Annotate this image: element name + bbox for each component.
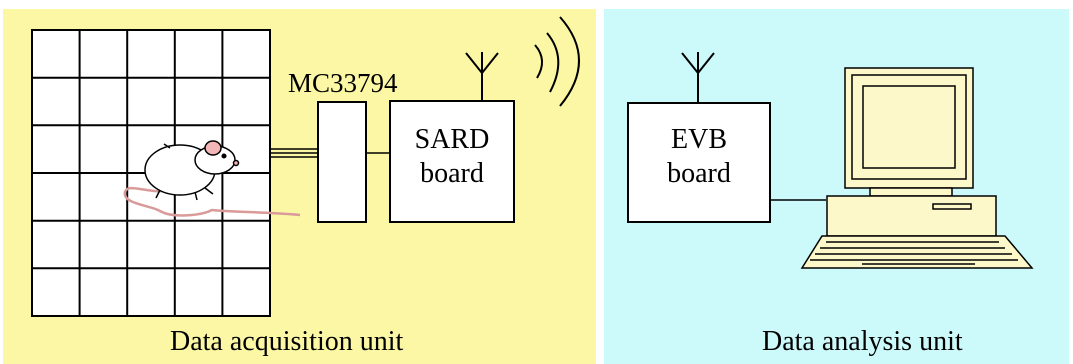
sard-line2: board <box>420 158 484 189</box>
evb-board-label: EVB board <box>628 103 770 222</box>
sard-line1: SARD <box>414 124 490 155</box>
mouse-icon <box>123 140 301 217</box>
sensor-wires <box>270 148 318 158</box>
mc33794-chip <box>317 101 367 223</box>
mc33794-label: MC33794 <box>288 68 398 98</box>
computer-icon <box>800 67 1034 269</box>
sard-board-box <box>389 100 515 223</box>
antenna-icon <box>465 52 499 101</box>
evb-line1: EVB <box>671 124 727 155</box>
evb-antenna-icon <box>681 52 715 103</box>
data-acquisition-caption: Data acquisition unit <box>170 326 404 357</box>
data-analysis-caption: Data analysis unit <box>762 326 963 357</box>
radio-waves-icon <box>534 16 580 107</box>
evb-board-box <box>627 102 771 223</box>
evb-line2: board <box>667 158 731 189</box>
sard-board-label: SARD board <box>390 101 514 222</box>
